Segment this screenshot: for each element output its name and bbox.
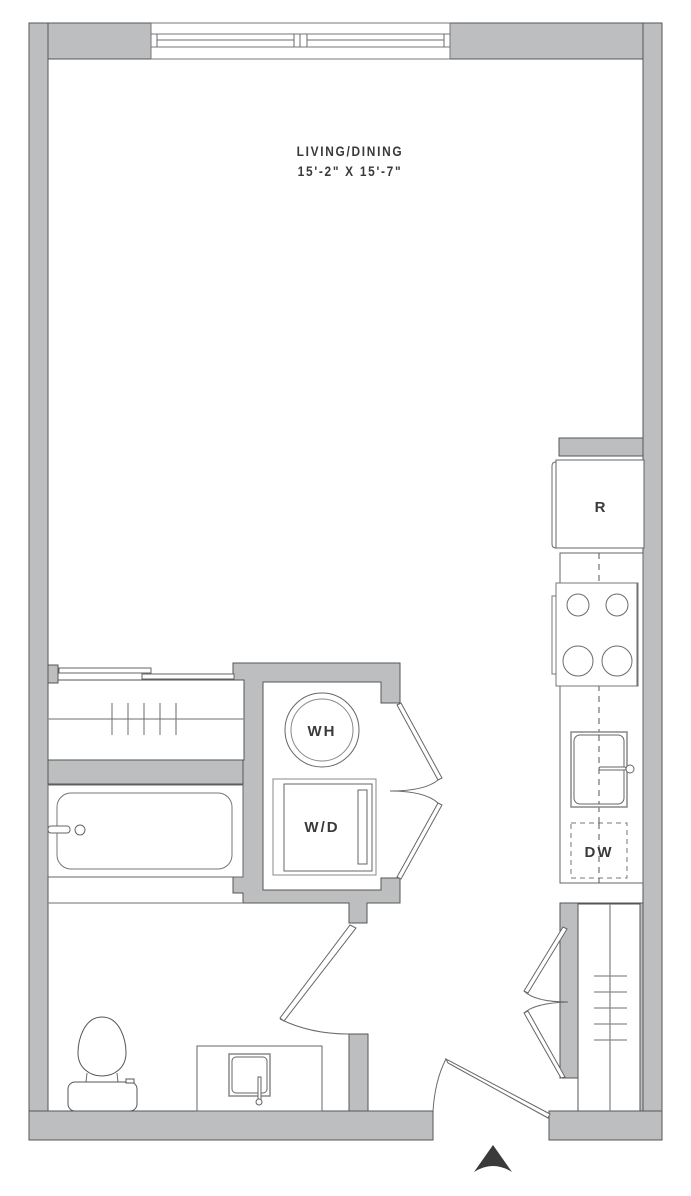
washer-dryer: W/D [272, 778, 377, 876]
bathroom-door[interactable] [279, 924, 357, 1035]
entry-arrow-icon [474, 1145, 512, 1172]
bathroom-walls [348, 1033, 369, 1112]
window [150, 22, 451, 60]
entry-door[interactable] [432, 1057, 551, 1119]
utility-bifold-door[interactable] [389, 702, 443, 880]
water-heater-label: WH [308, 723, 337, 740]
refrigerator: R [551, 459, 645, 549]
living-dining-label: LIVING/DINING 15'-2" X 15'-7" [265, 141, 435, 181]
entry-closet [577, 903, 641, 1112]
room-dimensions: 15'-2" X 15'-7" [297, 163, 403, 179]
washer-dryer-label: W/D [304, 819, 339, 836]
dishwasher-label: DW [585, 844, 614, 861]
bathtub [47, 784, 244, 904]
kitchen-sink [570, 731, 635, 808]
water-heater: WH [284, 692, 360, 768]
refrigerator-label: R [595, 499, 608, 516]
toilet [67, 1016, 138, 1112]
bathroom-vanity [196, 1045, 323, 1112]
exterior-walls [28, 22, 663, 1141]
closet-sliding-door[interactable] [58, 667, 235, 680]
closet-bifold-door[interactable] [523, 926, 569, 1079]
dishwasher: DW [570, 822, 628, 883]
room-name: LIVING/DINING [296, 143, 404, 159]
linen-closet [47, 664, 245, 785]
stove [551, 582, 639, 687]
